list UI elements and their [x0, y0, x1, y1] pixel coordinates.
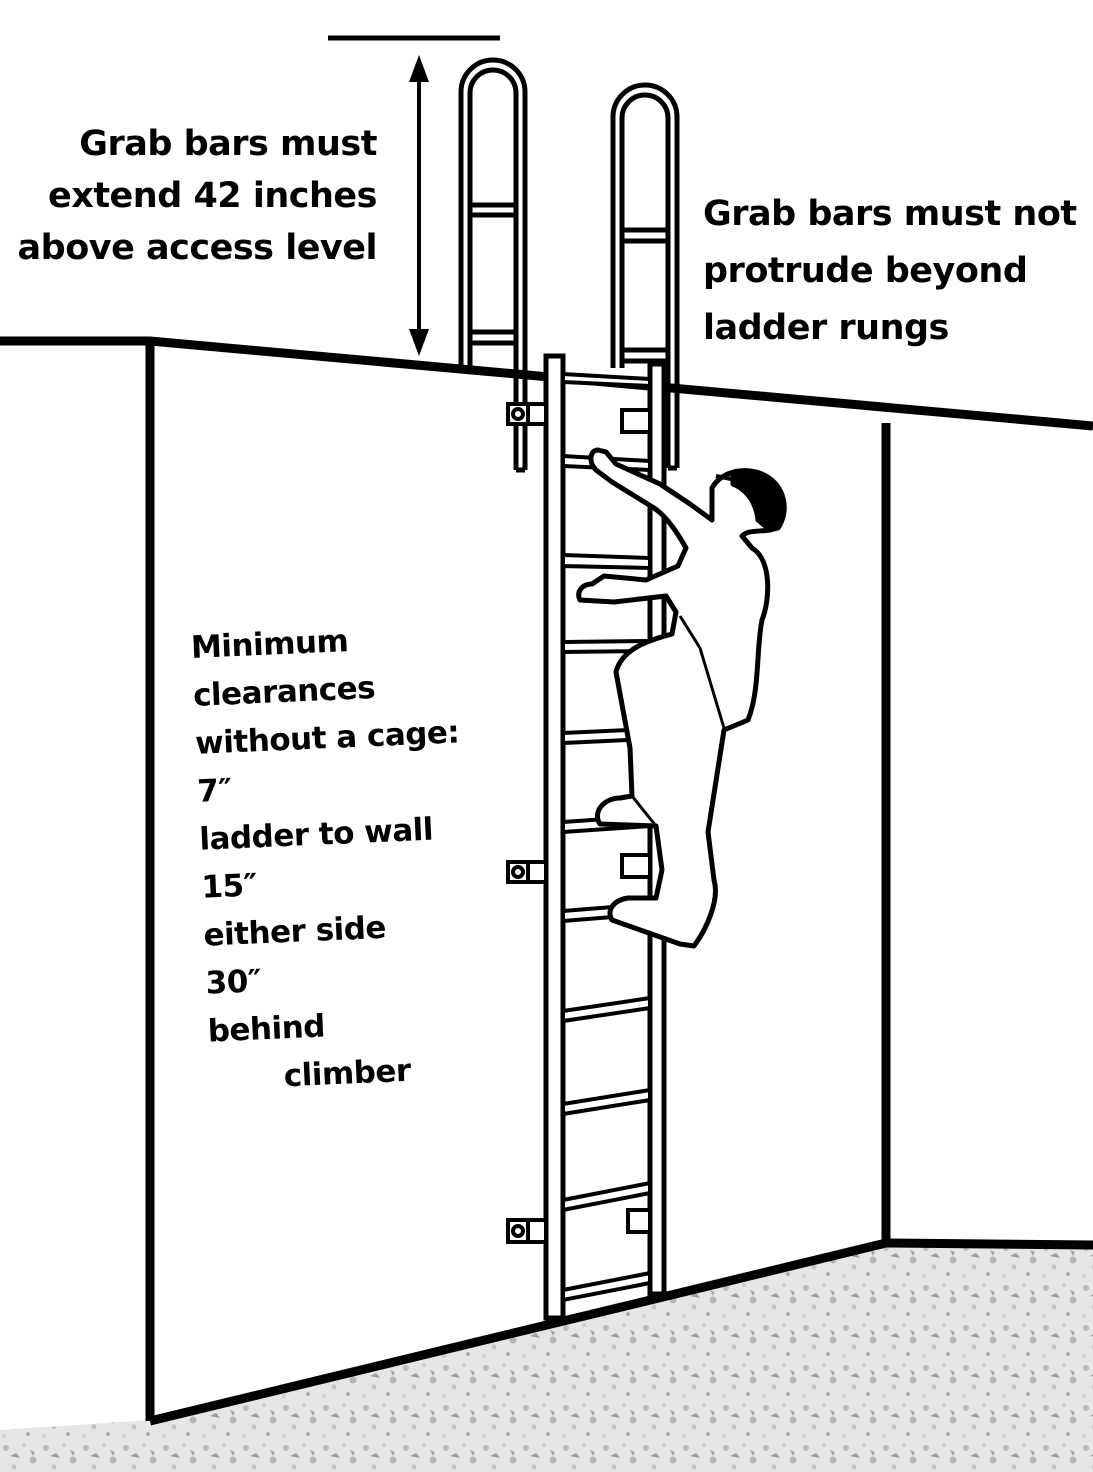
note-line: protrude beyond [703, 251, 1028, 291]
grab-bar-left [458, 57, 528, 473]
note-line: Grab bars must not [703, 194, 1077, 234]
climber-figure [576, 447, 787, 949]
clearance-text: behind [207, 1008, 326, 1050]
note-line: extend 42 inches [48, 176, 377, 216]
note-line: Grab bars must [79, 124, 377, 164]
grab-bar-height-note: Grab bars must extend 42 inches above ac… [17, 118, 378, 274]
clearance-text: ladder to wall [198, 811, 434, 858]
clearance-value: 30″ [204, 963, 262, 1002]
grab-bar-right [610, 82, 680, 471]
clearance-row: 7″ladder to wall [196, 756, 464, 863]
clearance-row: 30″ behind [205, 948, 473, 1055]
ground [0, 1240, 1093, 1472]
clearance-text: either side [202, 909, 387, 954]
clearance-value: 7″ [196, 772, 233, 810]
clearance-note: Minimum clearances without a cage: 7″lad… [190, 612, 475, 1103]
note-line: ladder rungs [703, 308, 949, 348]
ladder-rungs [561, 371, 652, 1303]
wall-brackets [506, 402, 652, 1244]
grab-bar-protrusion-note: Grab bars must not protrude beyond ladde… [703, 186, 1077, 357]
clearance-row: 15″either side [200, 852, 468, 959]
building-outline [0, 336, 1093, 1426]
dimension-marker [328, 35, 500, 356]
clearance-value: 15″ [200, 867, 258, 906]
note-line: above access level [17, 228, 378, 268]
